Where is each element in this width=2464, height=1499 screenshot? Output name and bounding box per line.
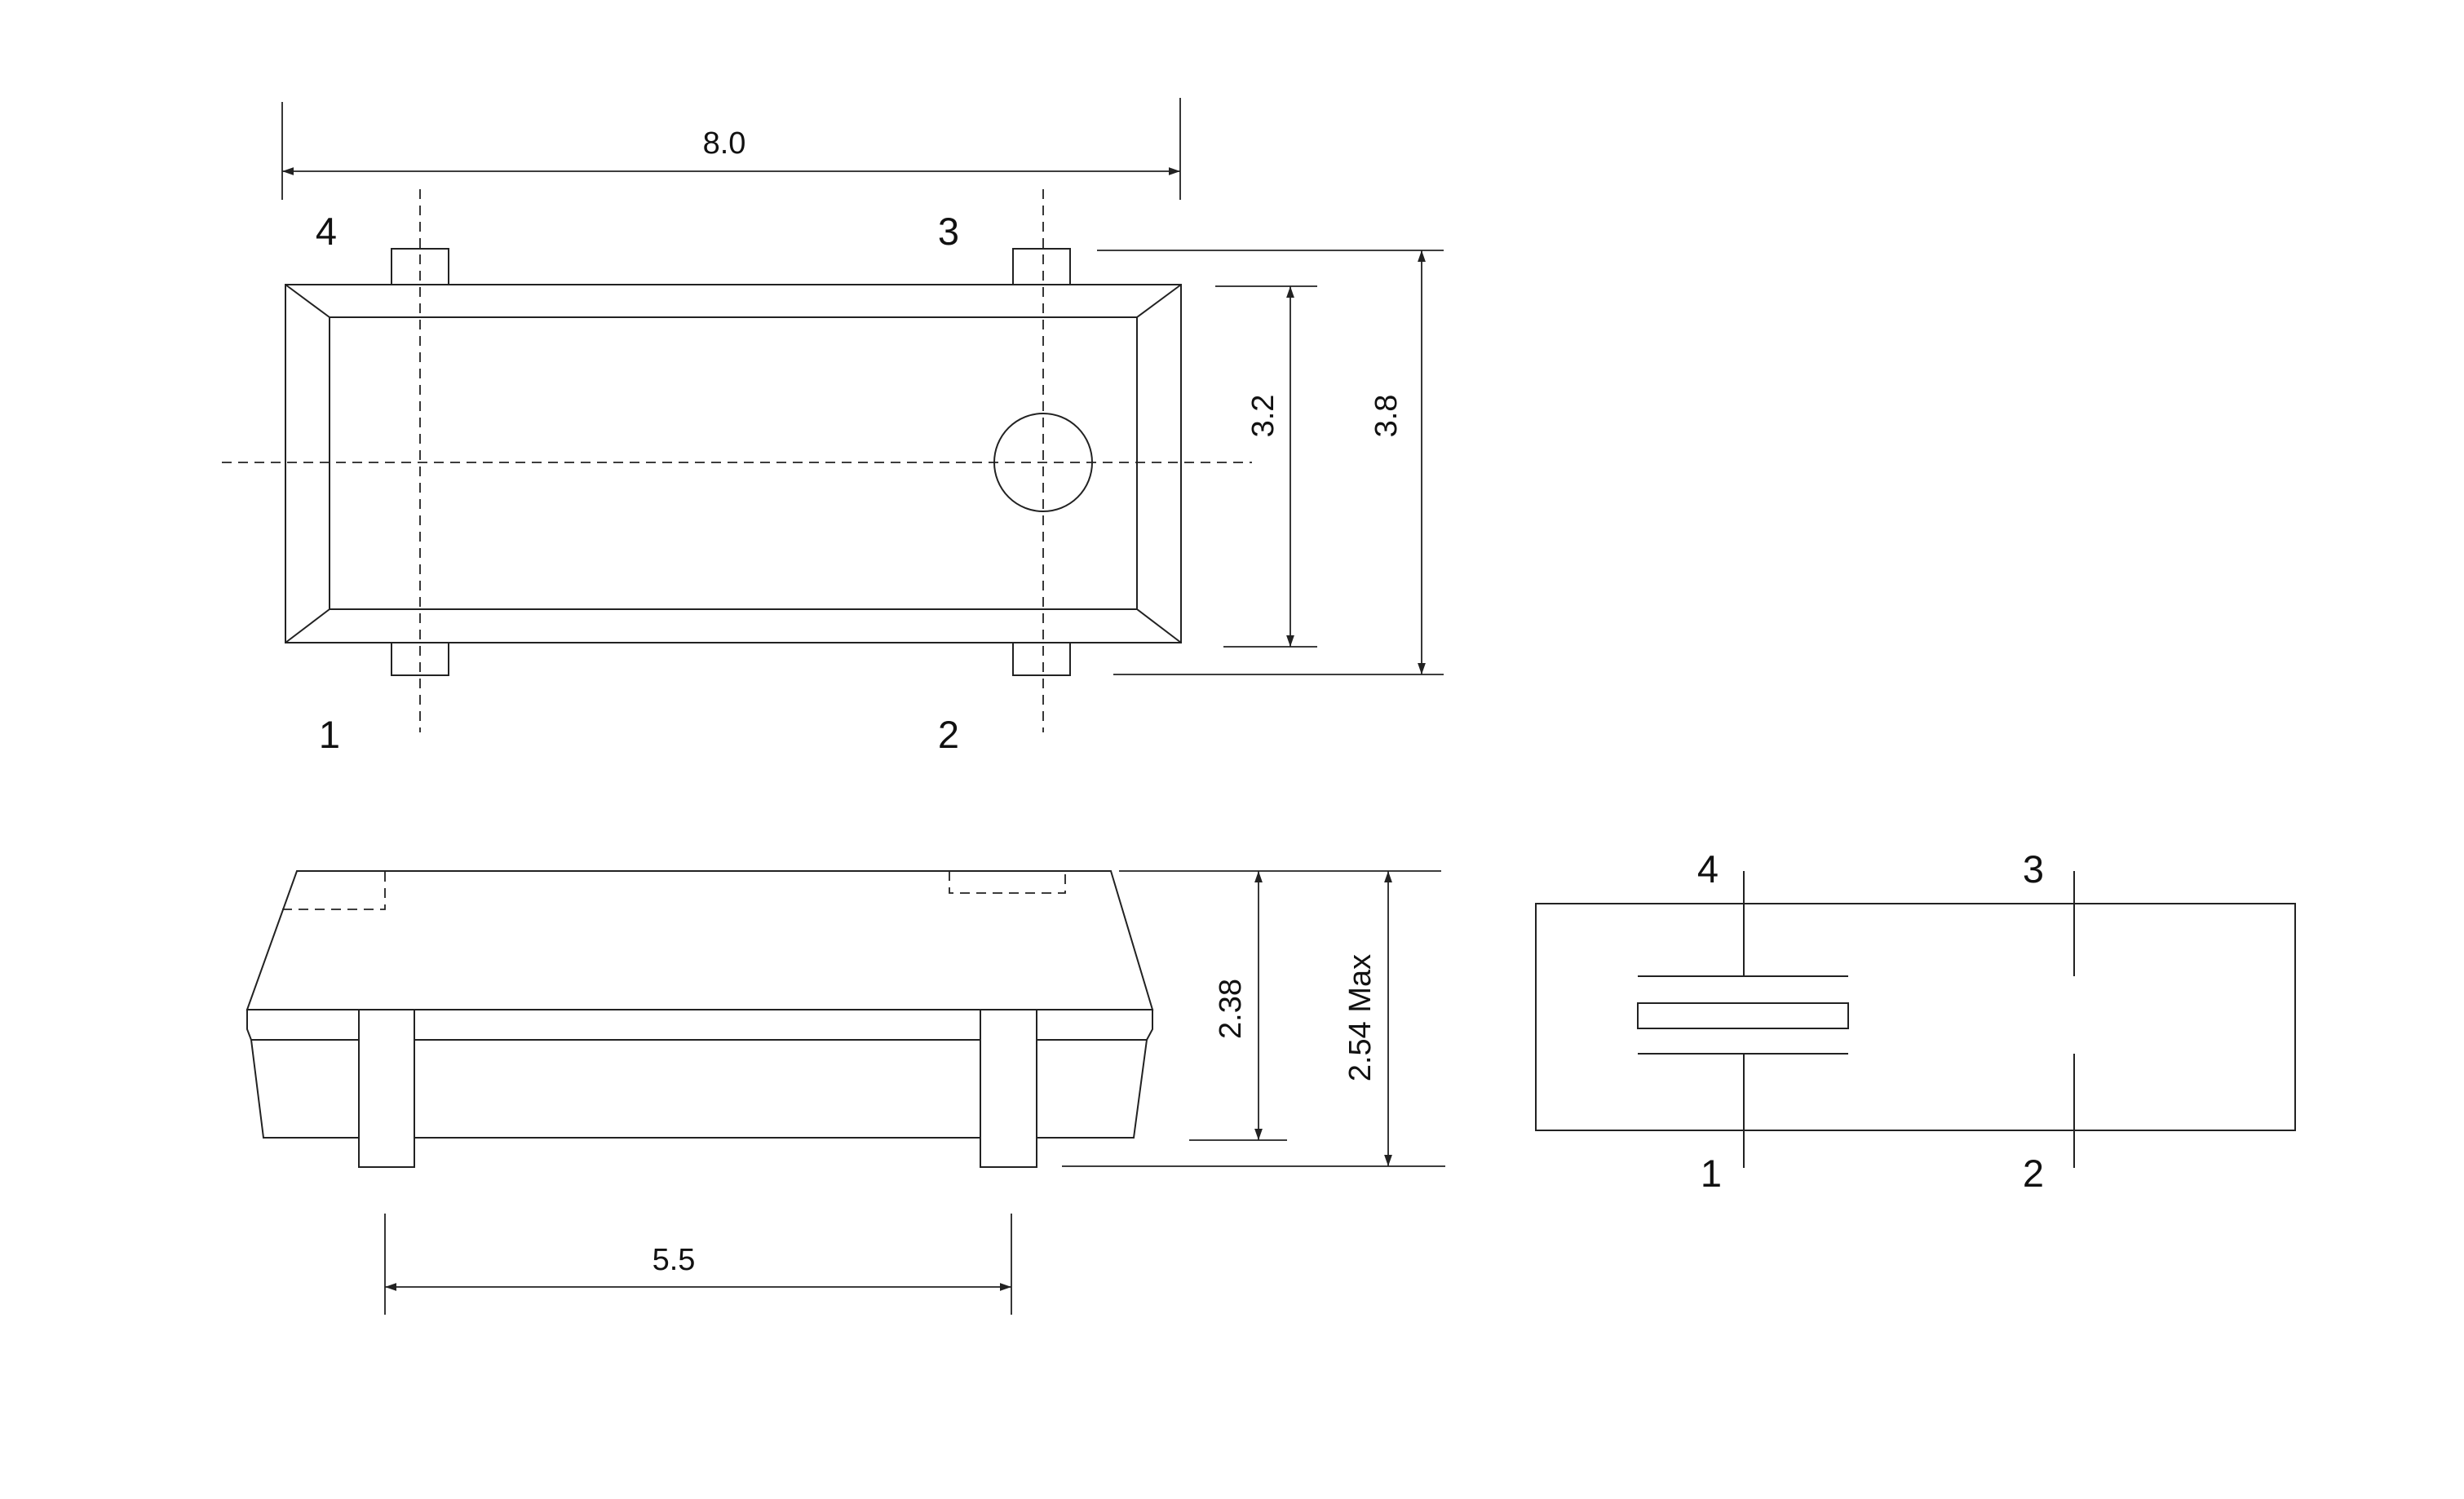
pitch-dimension-label: 5.5 — [652, 1243, 696, 1277]
crystal-element — [1637, 1002, 1849, 1029]
chamfer-tr — [1136, 284, 1182, 318]
body-inner — [329, 316, 1138, 610]
side-view: 5.5 2.38 2.54 Max — [246, 870, 1445, 1315]
top-view: 8.0 4 3 1 2 3.2 3.8 — [222, 98, 1444, 756]
top-pin-label-4: 4 — [316, 210, 337, 253]
side-body-bottom — [250, 1039, 1148, 1139]
schematic-pin-label-2: 2 — [2023, 1152, 2044, 1195]
side-lead-left — [358, 1009, 415, 1168]
top-pin-right — [1012, 248, 1071, 285]
schematic-view: 4 3 1 2 — [1535, 847, 2296, 1195]
chamfer-bl — [285, 608, 330, 643]
body-height-dimension-label: 3.2 — [1246, 395, 1281, 438]
schematic-frame — [1535, 903, 2296, 1131]
side-lead-right — [980, 1009, 1037, 1168]
bottom-pin-right — [1012, 642, 1071, 676]
side-height-dimension-label: 2.38 — [1214, 979, 1248, 1039]
chamfer-tl — [285, 284, 330, 318]
top-pin-label-1: 1 — [319, 713, 340, 756]
schematic-pin-label-4: 4 — [1697, 847, 1719, 891]
width-dimension-label: 8.0 — [703, 126, 746, 161]
side-body-top — [246, 870, 1154, 1010]
schematic-pin-label-3: 3 — [2023, 847, 2044, 891]
chamfer-br — [1136, 608, 1182, 643]
top-pin-label-3: 3 — [938, 210, 959, 253]
schematic-pin-label-1: 1 — [1701, 1152, 1722, 1195]
total-height-dimension-label: 3.8 — [1369, 395, 1404, 438]
top-pin-label-2: 2 — [938, 713, 959, 756]
body-outer — [285, 284, 1182, 643]
max-height-dimension-label: 2.54 Max — [1343, 954, 1378, 1081]
side-hidden-left — [282, 871, 386, 910]
side-hidden-right — [949, 871, 1066, 894]
